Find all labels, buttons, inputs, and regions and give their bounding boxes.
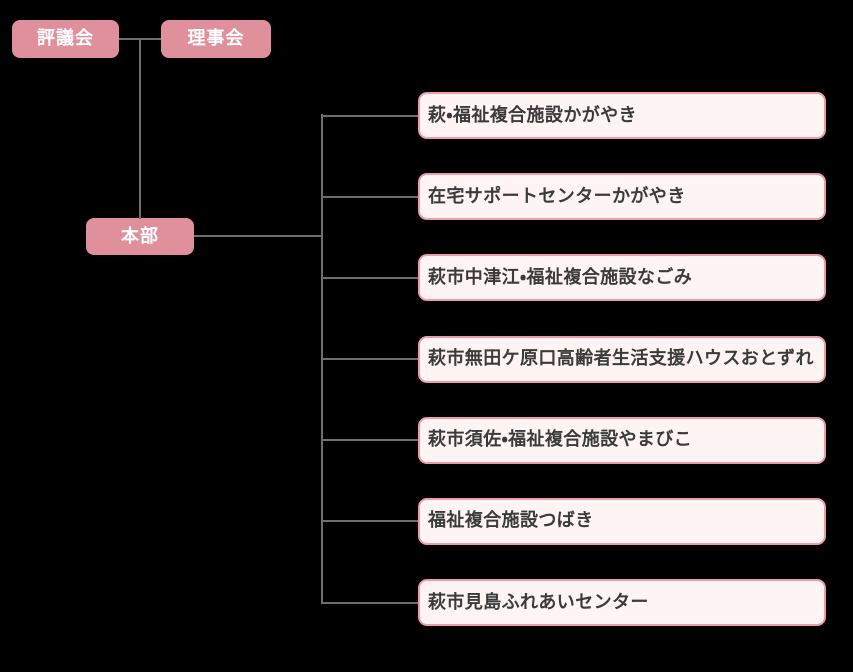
council-node: 評議会 xyxy=(12,20,119,58)
board-label: 理事会 xyxy=(187,28,245,49)
facility-label: 萩市無田ケ原口高齢者生活支援ハウスおとずれ xyxy=(428,348,814,369)
branch-line xyxy=(322,520,418,523)
facility-node: 萩市無田ケ原口高齢者生活支援ハウスおとずれ xyxy=(418,335,826,383)
facility-label: 萩市中津江・福祉複合施設なごみ xyxy=(428,266,693,288)
facility-label: 萩・福祉複合施設かがやき xyxy=(428,104,637,126)
facility-node: 萩市須佐・福祉複合施設やまびこ xyxy=(418,416,826,464)
council-label: 評議会 xyxy=(37,28,94,49)
headquarters-label: 本部 xyxy=(121,225,159,247)
branch-line xyxy=(322,358,418,360)
branch-line xyxy=(322,601,418,604)
facility-label: 萩市須佐・福祉複合施設やまびこ xyxy=(428,429,693,451)
facility-label: 在宅サポートセンターかがやき xyxy=(428,185,686,207)
facility-label: 福祉複合施設つばき xyxy=(428,510,594,532)
branch-line xyxy=(322,276,418,279)
branch-line xyxy=(322,114,418,117)
connector-top-to-headquarters xyxy=(139,38,141,219)
facility-node: 福祉複合施設つばき xyxy=(418,497,826,545)
facility-label: 萩市見島ふれあいセンター xyxy=(428,591,649,613)
facility-node: 萩市見島ふれあいセンター xyxy=(418,579,826,626)
facility-node: 萩市中津江・福祉複合施設なごみ xyxy=(418,254,826,302)
connector-headquarters-to-trunk xyxy=(194,235,322,237)
headquarters-node: 本部 xyxy=(86,218,194,255)
branch-line xyxy=(322,195,418,198)
facility-node: 萩・福祉複合施設かがやき xyxy=(418,92,826,139)
facility-node: 在宅サポートセンターかがやき xyxy=(418,173,826,221)
board-node: 理事会 xyxy=(161,20,271,58)
branch-line xyxy=(322,439,418,442)
